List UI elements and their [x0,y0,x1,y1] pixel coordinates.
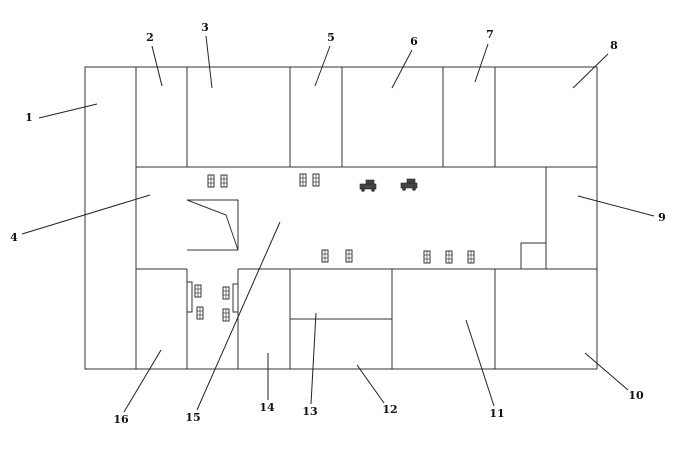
callout-label-13: 13 [302,405,317,418]
cabinet-icon [445,250,453,264]
callout-label-15: 15 [185,411,200,424]
wall-panel-left [187,281,193,313]
leader-line-3 [205,35,213,89]
callout-label-14: 14 [259,401,275,414]
building-outline [84,66,598,370]
leader-line-16 [123,349,162,413]
leader-lines [21,35,655,413]
cabinet-icon [467,250,475,264]
callout-label-11: 11 [489,407,504,420]
callout-label-12: 12 [382,403,397,416]
inner-room [187,199,239,251]
leader-line-5 [314,45,331,87]
leader-line-2 [151,45,163,87]
callout-label-4: 4 [10,231,18,244]
callout-label-3: 3 [201,21,209,34]
inner-room-diagonal [186,199,239,251]
cabinet-icon [345,249,353,263]
leader-line-7 [474,43,489,83]
leader-line-6 [391,49,413,89]
callout-label-1: 1 [25,111,33,124]
cabinet-icon [299,173,307,187]
leader-line-8 [572,53,609,89]
leader-line-11 [465,319,495,407]
callout-label-6: 6 [410,35,418,48]
cabinet-icon [321,249,329,263]
cabinet-icon [194,284,202,298]
callout-label-5: 5 [327,31,335,44]
walls [84,66,598,370]
leader-line-9 [577,195,655,217]
cabinet-icon [222,308,230,322]
cabinet-icon [196,306,204,320]
cabinet-icon [207,174,215,188]
callout-label-8: 8 [610,39,618,52]
wall-room-9 [545,167,597,270]
leader-line-1 [38,103,98,119]
callout-label-10: 10 [628,389,644,402]
equipment [194,173,475,322]
cabinet-icon [220,174,228,188]
leader-line-13 [310,312,317,405]
wall-panel-right [232,283,238,313]
cabinet-icon [312,173,320,187]
cabinet-icon [222,286,230,300]
leader-line-15 [196,221,281,411]
machine-icon [400,178,418,191]
leader-line-10 [584,352,629,391]
callout-label-9: 9 [658,211,666,224]
machine-icon [359,179,377,192]
callout-label-2: 2 [146,31,154,44]
callout-label-7: 7 [486,28,494,41]
cabinet-icon [423,250,431,264]
leader-line-4 [21,194,151,235]
small-box [520,242,546,269]
leader-line-12 [356,364,385,404]
callout-label-16: 16 [113,413,129,426]
